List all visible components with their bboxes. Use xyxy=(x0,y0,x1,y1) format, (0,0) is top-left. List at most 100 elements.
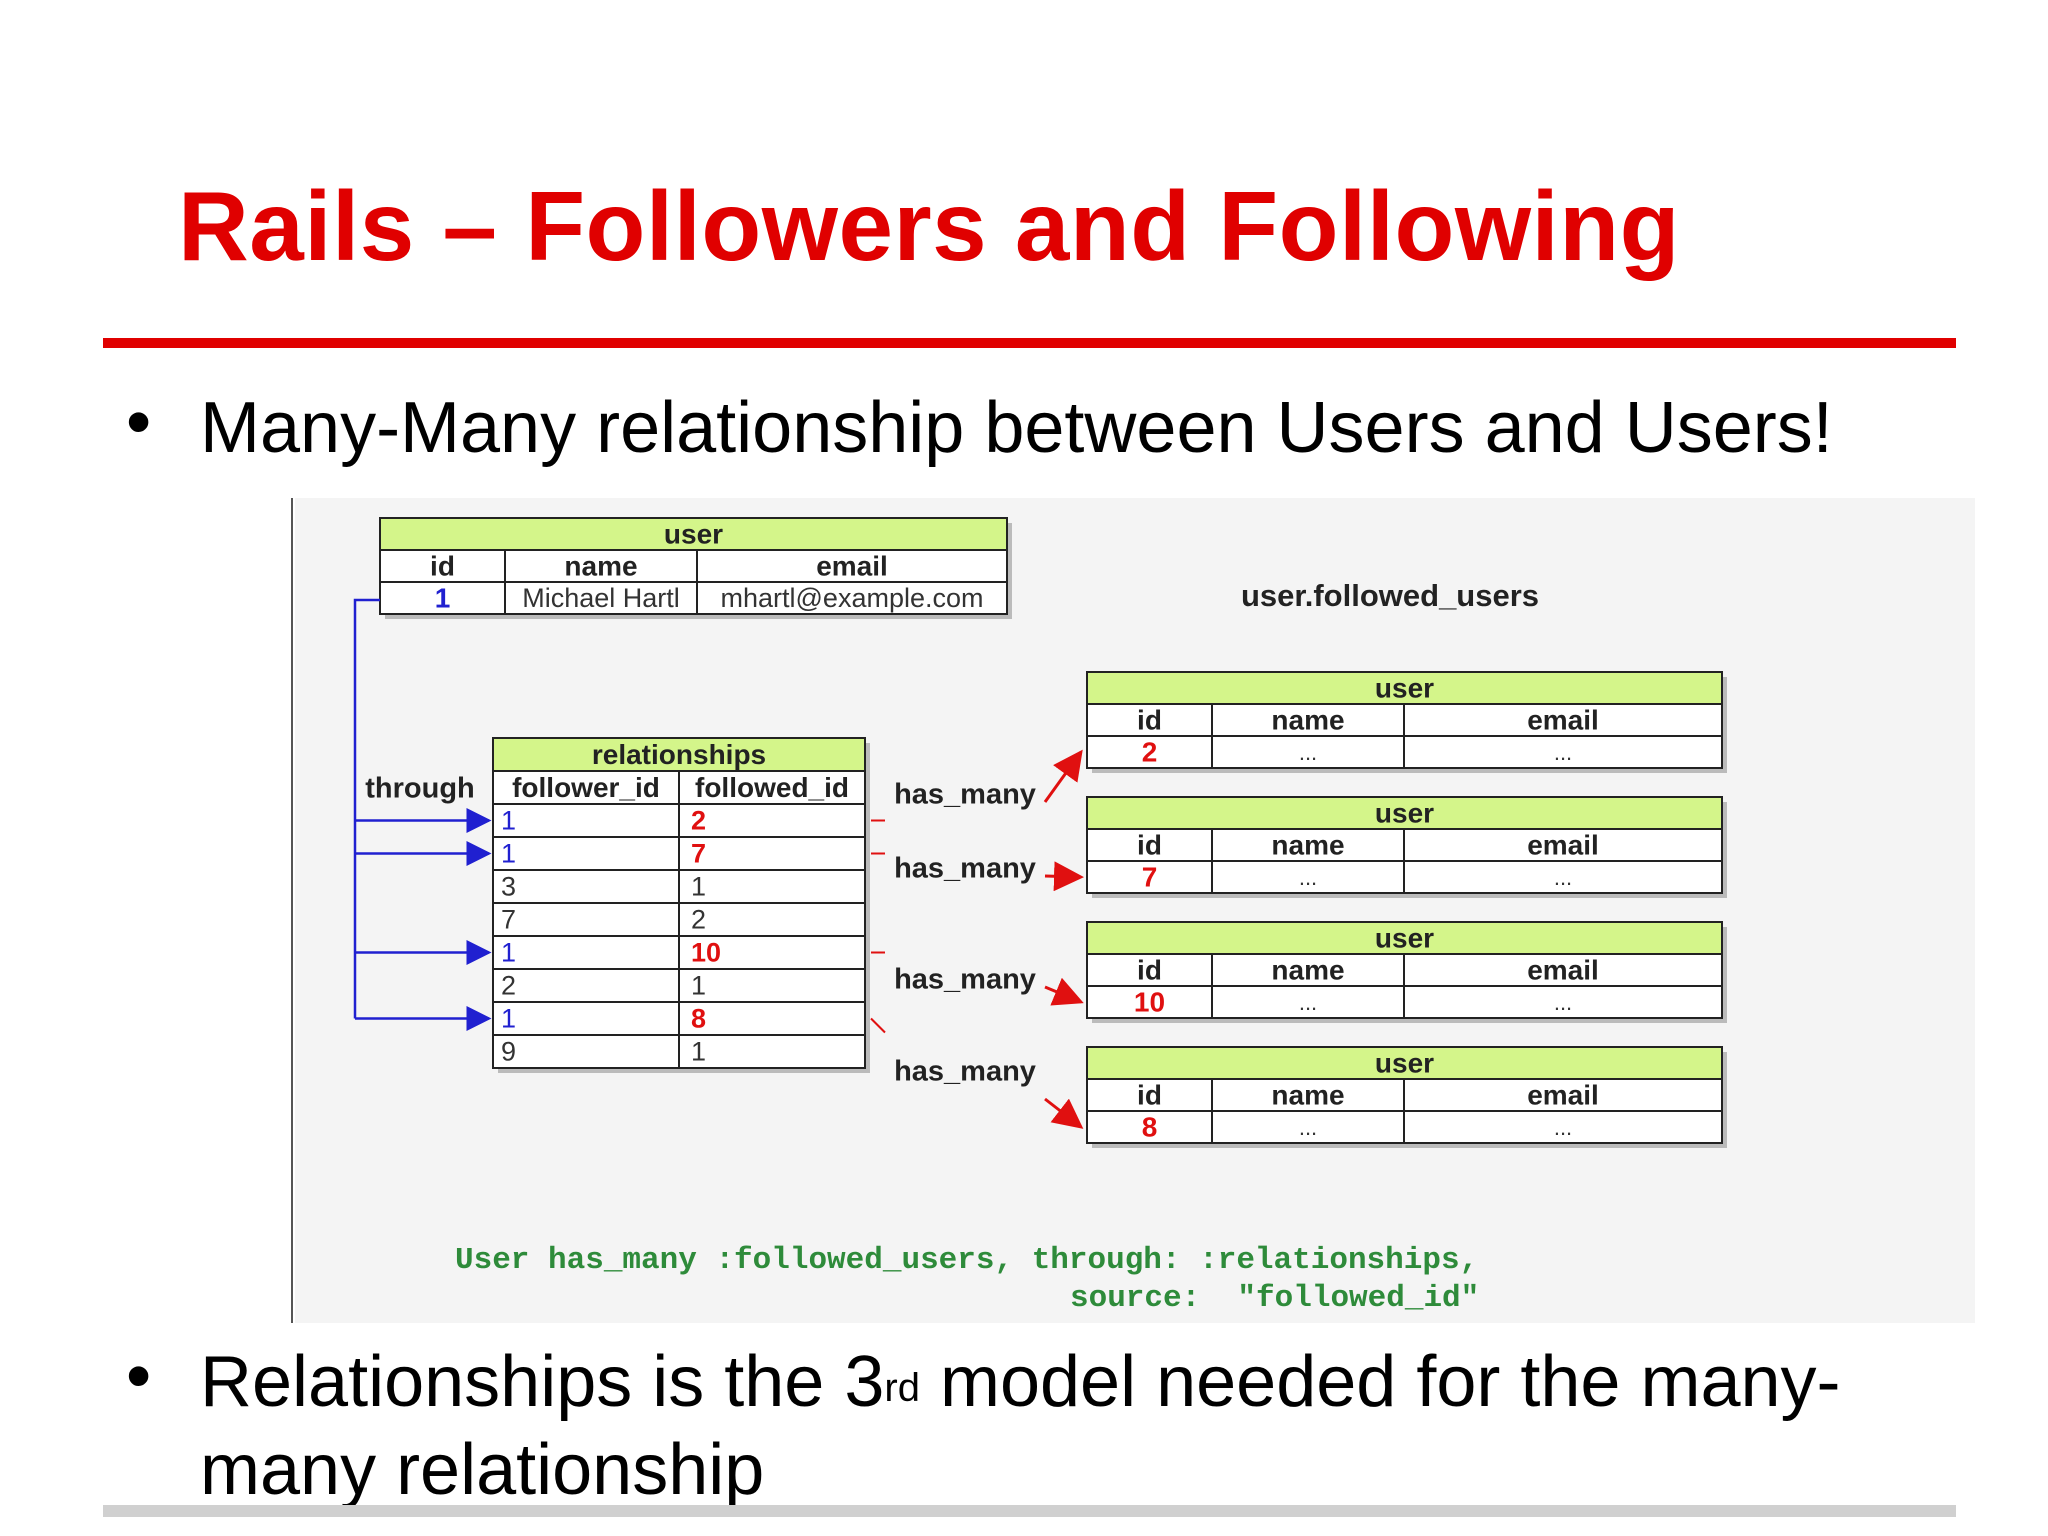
followed-user-table-cell-2: ... xyxy=(1554,990,1572,1015)
user-table-row-cell xyxy=(696,581,1008,615)
bullet-dot: • xyxy=(126,382,152,462)
followed-user-table-cell-0: 7 xyxy=(1142,861,1158,892)
followed-user-table-row-cell xyxy=(1086,735,1213,769)
followed-user-table-cell-1: ... xyxy=(1299,990,1317,1015)
followed-user-table-row-cell xyxy=(1403,985,1723,1019)
user-table-col-cell xyxy=(504,549,698,583)
user-table-col-cell xyxy=(696,549,1008,583)
title-divider xyxy=(103,338,1956,348)
followed-user-table-title: user xyxy=(1375,797,1434,828)
user-table-col-id: id xyxy=(430,550,455,581)
user-table-row-cell xyxy=(379,581,506,615)
followed-user-table-col-id: id xyxy=(1137,829,1162,860)
bullet-many-many: Many-Many relationship between Users and… xyxy=(200,388,1833,468)
followed-user-table-row-cell xyxy=(1403,1110,1723,1144)
followed-user-table-col-email: email xyxy=(1527,1079,1599,1110)
relationships-row-cell xyxy=(492,1001,680,1036)
followed-user-table-col-id: id xyxy=(1137,1079,1162,1110)
relationships-row-cell xyxy=(492,902,680,937)
relationships-row-cell xyxy=(678,869,866,904)
relationships-row-cell xyxy=(678,902,866,937)
followed-user-table-col-cell xyxy=(1086,703,1213,737)
through-label: through xyxy=(365,773,475,805)
relationships-follower-id: 7 xyxy=(501,905,516,935)
followed-user-table-col-id: id xyxy=(1137,954,1162,985)
followed-user-table-cell-0: 10 xyxy=(1134,986,1165,1017)
followed-user-table-col-name: name xyxy=(1271,704,1344,735)
followed-user-table-row-cell xyxy=(1403,860,1723,894)
followed-user-table-col-cell xyxy=(1086,953,1213,987)
has-many-label: has_many xyxy=(894,964,1036,996)
followed-user-table-row-cell xyxy=(1086,860,1213,894)
has-many-tick xyxy=(870,1017,886,1034)
followed-user-table-col-cell xyxy=(1403,828,1723,862)
relationships-followed-id: 2 xyxy=(691,905,706,935)
user-table-cell-1: Michael Hartl xyxy=(522,583,680,613)
followed-user-table-title-cell xyxy=(1086,671,1723,705)
followed-user-table-col-name: name xyxy=(1271,829,1344,860)
relationships-follower-id: 1 xyxy=(501,806,516,836)
followed-user-table-cell-0: 2 xyxy=(1142,736,1158,767)
relationships-followed-id: 10 xyxy=(691,938,721,968)
relationships-row-cell xyxy=(492,869,680,904)
followed-user-table-title: user xyxy=(1375,672,1434,703)
followed-user-table-col-id: id xyxy=(1137,704,1162,735)
relationships-follower-id: 1 xyxy=(501,1004,516,1034)
followed-user-table-col-cell xyxy=(1086,828,1213,862)
user-table-title: user xyxy=(664,518,723,549)
relationships-row-cell xyxy=(678,836,866,871)
followed-user-table-col-email: email xyxy=(1527,954,1599,985)
followed-user-table-col-email: email xyxy=(1527,829,1599,860)
followed-user-table-col-cell xyxy=(1211,828,1405,862)
user-table-col-name: name xyxy=(564,550,637,581)
bullet-third-model: Relationships is the 3rd model needed fo… xyxy=(200,1338,1960,1514)
bottom-divider xyxy=(103,1505,1956,1517)
followed-user-table-title-cell xyxy=(1086,1046,1723,1080)
diagram-left-border xyxy=(291,498,293,1323)
has-many-arrow xyxy=(1044,861,1084,892)
relationships-row-cell xyxy=(492,1034,680,1069)
relationships-col-followed_id: followed_id xyxy=(695,772,849,803)
followed-user-table-row-cell xyxy=(1403,735,1723,769)
has-many-arrow xyxy=(1044,977,1084,1006)
followed-user-table-cell-2: ... xyxy=(1554,740,1572,765)
relationships-follower-id: 9 xyxy=(501,1037,516,1067)
relationships-row-cell xyxy=(492,968,680,1003)
relationships-follower-id: 1 xyxy=(501,938,516,968)
relationships-followed-id: 1 xyxy=(691,1037,706,1067)
user-table-cell-2: mhartl@example.com xyxy=(721,583,984,613)
has-many-label: has_many xyxy=(894,1056,1036,1088)
followed-user-table-cell-2: ... xyxy=(1554,1115,1572,1140)
bullet-dot: • xyxy=(126,1336,152,1416)
followed-user-table-col-cell xyxy=(1211,1078,1405,1112)
has-many-arrow xyxy=(1044,1097,1084,1129)
user-table-cell-0: 1 xyxy=(435,582,451,613)
followed-user-table-col-cell xyxy=(1403,703,1723,737)
has-many-label: has_many xyxy=(894,779,1036,811)
followed-user-table-col-name: name xyxy=(1271,954,1344,985)
relationships-row-cell xyxy=(678,935,866,970)
relationships-followed-id: 1 xyxy=(691,872,706,902)
followed-user-table-row-cell xyxy=(1086,985,1213,1019)
code-line-1: User has_many :followed_users, through: … xyxy=(455,1243,1479,1278)
followed-user-table-col-name: name xyxy=(1271,1079,1344,1110)
followed-user-table-row-cell xyxy=(1086,1110,1213,1144)
slide-title: Rails – Followers and Following xyxy=(178,171,1681,281)
relationships-col-follower_id: follower_id xyxy=(512,772,660,803)
followed-user-table-row-cell xyxy=(1211,735,1405,769)
followed-user-table-row-cell xyxy=(1211,985,1405,1019)
followed-user-table-col-email: email xyxy=(1527,704,1599,735)
followed-user-table-title: user xyxy=(1375,922,1434,953)
user-table-title-cell xyxy=(379,517,1008,551)
relationships-row-cell xyxy=(678,1034,866,1069)
followed-user-table-cell-1: ... xyxy=(1299,1115,1317,1140)
through-connector xyxy=(353,598,380,1019)
relationships-row-cell xyxy=(492,836,680,871)
relationships-row-cell xyxy=(492,935,680,970)
followed-user-table-cell-2: ... xyxy=(1554,865,1572,890)
relationships-row-cell xyxy=(492,803,680,838)
followed-user-table-row-cell xyxy=(1211,1110,1405,1144)
user-table-col-email: email xyxy=(816,550,888,581)
